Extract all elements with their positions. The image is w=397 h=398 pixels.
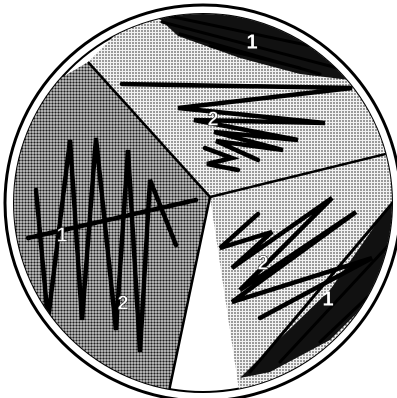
zone-label-right-sector: 2 [257,252,268,274]
zone-label-left-sector-2: 2 [117,292,128,314]
zone-label-top-band: 1 [246,31,257,53]
zone-label-bottom-right-band: 1 [322,288,333,310]
zone-label-top-sector: 2 [207,108,218,130]
zone-label-left-sector-1: 1 [56,224,67,246]
